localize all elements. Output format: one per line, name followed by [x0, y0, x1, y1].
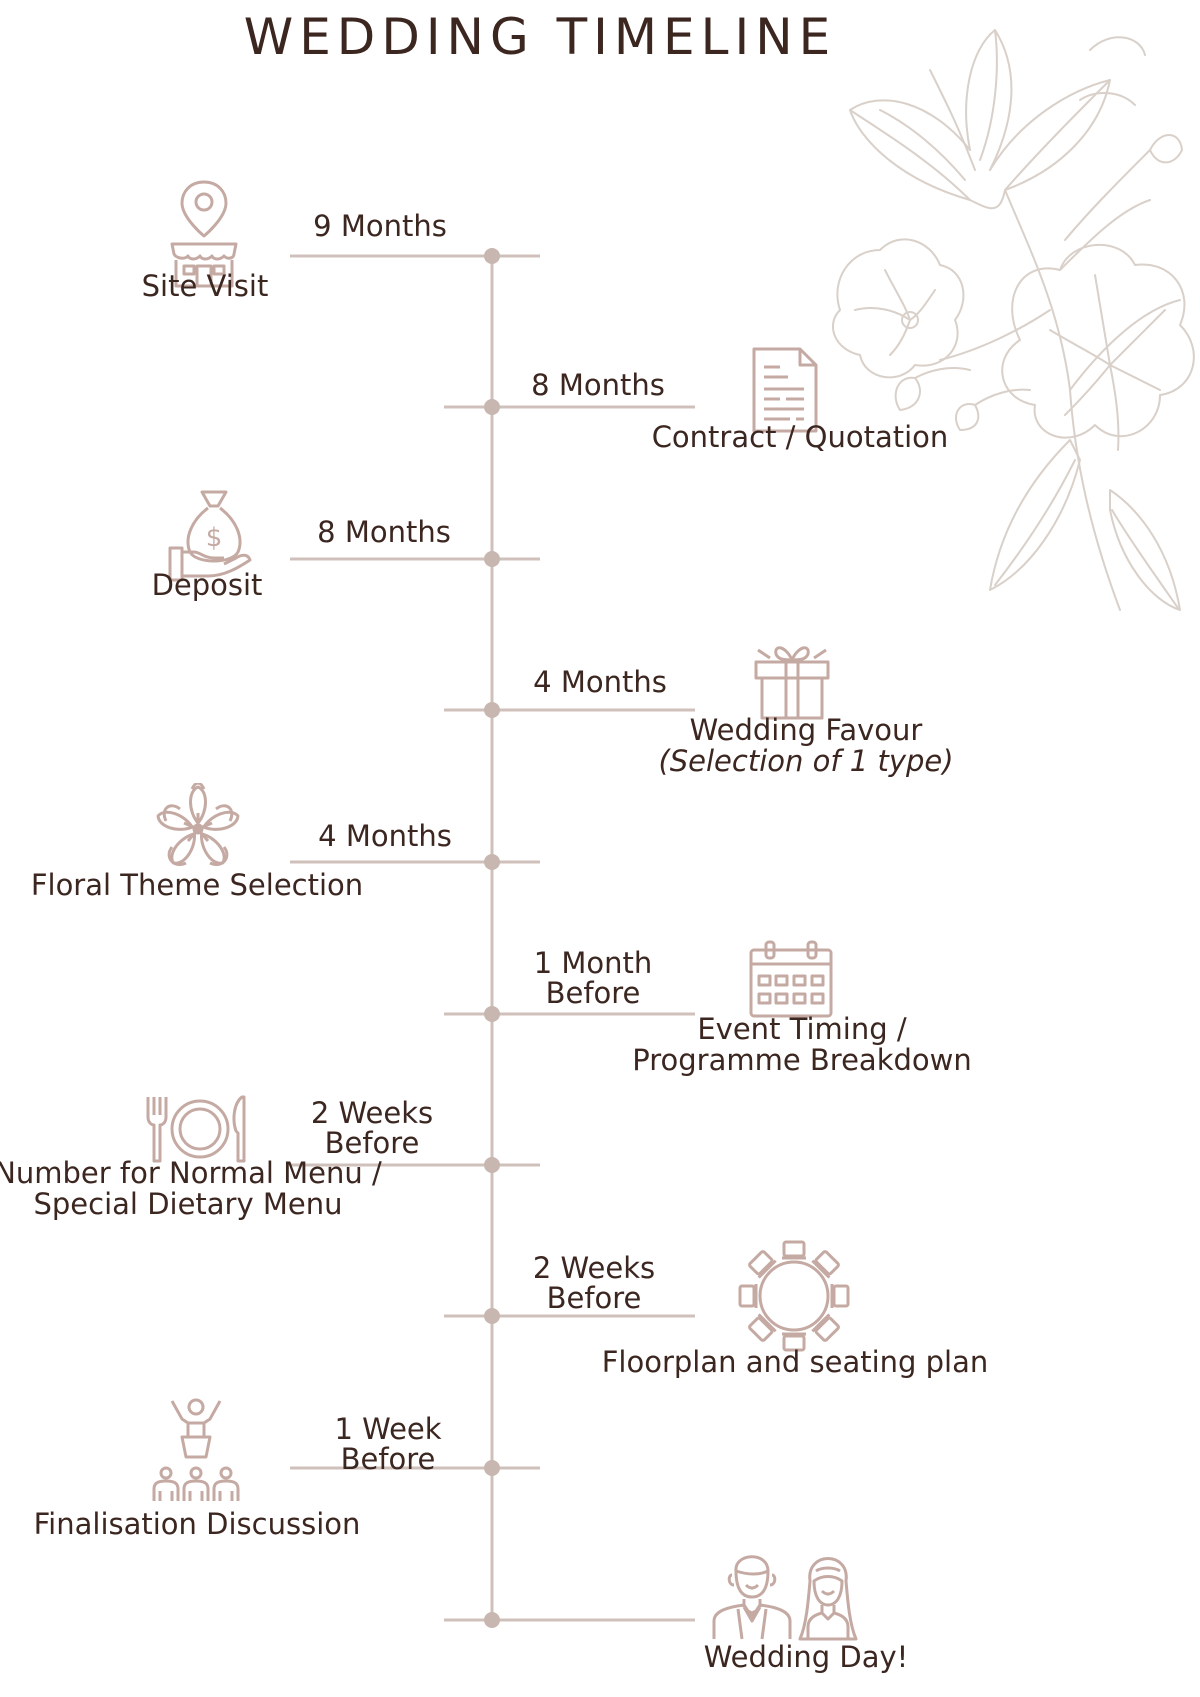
milestone-time: 4 Months — [285, 821, 485, 851]
milestone-time-line: Before — [324, 1126, 420, 1160]
timeline-dot — [484, 248, 500, 264]
page-title: WEDDING TIMELINE — [243, 8, 837, 66]
milestone-label-line: Wedding Favour — [689, 713, 923, 747]
milestone-time-line: 4 Months — [318, 819, 452, 853]
milestone-label: Contract / Quotation — [620, 422, 980, 453]
milestone-label-line: Special Dietary Menu — [33, 1187, 343, 1221]
money-bag-hand-icon: $ — [168, 488, 252, 584]
milestone-label-line: Contract / Quotation — [651, 420, 949, 454]
milestone-label: Deposit — [77, 570, 337, 601]
milestone-label-line: Number for Normal Menu / — [0, 1156, 382, 1190]
milestone-time: 4 Months — [500, 667, 700, 697]
milestone-label: Wedding Favour(Selection of 1 type) — [626, 715, 986, 777]
milestone-label-line: Programme Breakdown — [632, 1043, 972, 1077]
milestone-label-line: Finalisation Discussion — [33, 1507, 361, 1541]
bride-groom-icon — [710, 1545, 870, 1641]
milestone-label-line: Deposit — [151, 568, 263, 602]
milestone-label-line: Floral Theme Selection — [30, 868, 364, 902]
timeline-dot — [484, 551, 500, 567]
milestone-label: Floral Theme Selection — [0, 870, 407, 901]
timeline-dot — [484, 1460, 500, 1476]
timeline-dot — [484, 702, 500, 718]
milestone-label: Event Timing /Programme Breakdown — [592, 1014, 1012, 1076]
milestone-label-line: Event Timing / — [697, 1012, 907, 1046]
gift-icon — [752, 638, 832, 722]
milestone-label-line: Site Visit — [141, 269, 269, 303]
milestone-time-line: 2 Weeks — [532, 1251, 656, 1285]
milestone-time-line: 8 Months — [317, 515, 451, 549]
svg-text:$: $ — [206, 523, 223, 553]
milestone-label: Wedding Day! — [626, 1642, 986, 1673]
flower-icon — [152, 783, 244, 875]
timeline-dot — [484, 1308, 500, 1324]
milestone-label-line: Wedding Day! — [703, 1640, 909, 1674]
milestone-time-line: 4 Months — [533, 665, 667, 699]
milestone-time-line: 2 Weeks — [310, 1096, 434, 1130]
timeline-dot — [484, 1612, 500, 1628]
document-icon — [750, 345, 820, 435]
milestone-time-line: 1 Month — [533, 946, 653, 980]
timeline-dot — [484, 1157, 500, 1173]
floral-illustration — [831, 29, 1195, 611]
milestone-time: 9 Months — [280, 211, 480, 241]
milestone-time-line: Before — [340, 1442, 436, 1476]
calendar-icon — [748, 940, 834, 1020]
timeline-dot — [484, 399, 500, 415]
milestone-time-line: 9 Months — [313, 209, 447, 243]
timeline-dot — [484, 1006, 500, 1022]
milestone-label-line: Floorplan and seating plan — [601, 1345, 989, 1379]
milestone-time-line: 1 Week — [334, 1412, 442, 1446]
milestone-label: Finalisation Discussion — [0, 1509, 407, 1540]
milestone-label: Number for Normal Menu /Special Dietary … — [0, 1158, 408, 1220]
milestone-label-line: (Selection of 1 type) — [658, 744, 954, 778]
shop-location-icon — [168, 178, 240, 290]
presenter-audience-icon — [148, 1397, 244, 1503]
timeline-dot — [484, 854, 500, 870]
milestone-time-line: 8 Months — [531, 368, 665, 402]
round-table-icon — [738, 1240, 850, 1352]
milestone-time: 8 Months — [284, 517, 484, 547]
milestone-time-line: Before — [546, 1281, 642, 1315]
plate-cutlery-icon — [142, 1093, 250, 1165]
milestone-time: 8 Months — [498, 370, 698, 400]
milestone-label: Site Visit — [75, 271, 335, 302]
milestone-time-line: Before — [545, 976, 641, 1010]
milestone-label: Floorplan and seating plan — [585, 1347, 1005, 1378]
